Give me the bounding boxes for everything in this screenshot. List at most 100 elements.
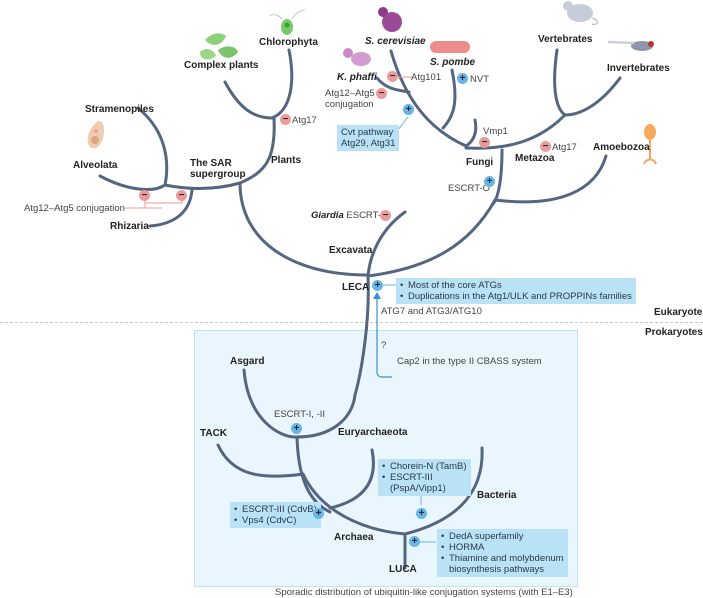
label-archaea: Archaea — [334, 532, 374, 543]
cvt-line1: Cvt pathway — [341, 127, 394, 138]
k-phaffi-icon — [343, 48, 371, 66]
branch-vmp1 — [464, 118, 478, 148]
branch-asgard-join — [295, 393, 357, 439]
luca-item: biosynthesis pathways — [441, 564, 564, 575]
event-atg101: Atg101 — [411, 72, 442, 83]
branch-excavata — [366, 210, 407, 278]
luca-item: Thiamine and molybdenum — [441, 553, 564, 564]
label-excavata: Excavata — [329, 245, 373, 256]
branch-rhizaria — [148, 188, 194, 228]
branch-s-pombe — [441, 68, 457, 130]
branch-complex-plants — [223, 80, 274, 120]
branch-sar-to-leca — [238, 181, 370, 277]
event-atg12-atg5-sar: Atg12–Atg5 conjugation — [24, 203, 125, 214]
leca-item: Most of the core ATGs — [400, 280, 632, 291]
connector-atg12-atg5-sar — [125, 198, 183, 209]
branch-s-cerevisiae — [389, 49, 468, 148]
label-eukaryotes: Eukaryotes — [654, 307, 703, 318]
branch-k-phaffi — [375, 76, 411, 94]
label-plants: Plants — [271, 155, 302, 166]
s-cerevisiae-icon — [378, 7, 402, 32]
event-luca-box: DedA superfamily HORMA Thiamine and moly… — [437, 529, 568, 577]
cvt-line2: Atg29, Atg31 — [341, 138, 396, 149]
label-asgard: Asgard — [230, 356, 265, 367]
label-rhizaria: Rhizaria — [110, 221, 149, 232]
branch-opisthokont-to-leca — [366, 198, 497, 278]
gain-badge-escrt-i-ii: + — [291, 423, 302, 434]
gain-badge-leca: + — [372, 280, 383, 291]
event-archaea-box: ESCRT-III (CdvB) Vps4 (CdvC) — [230, 502, 321, 528]
s-pombe-icon — [430, 41, 470, 53]
luca-item-cont: biosynthesis pathways — [449, 564, 545, 575]
event-escrt0: ESCRT-O — [448, 183, 491, 194]
label-s-pombe: S. pombe — [430, 57, 476, 68]
label-s-cerevisiae: S. cerevisiae — [365, 36, 426, 47]
label-invertebrates: Invertebrates — [607, 63, 670, 74]
amoebozoa-icon — [643, 124, 657, 165]
gain-badge-luca: + — [409, 536, 420, 547]
loss-badge-vmp1: − — [479, 137, 490, 148]
event-atg7: ATG7 and ATG3/ATG10 — [381, 306, 482, 317]
eury-item: (PspA/Vipp1) — [382, 483, 467, 494]
branch-plants — [238, 116, 276, 185]
eukaryote-prokaryote-divider — [0, 322, 703, 323]
leaf-icon — [200, 33, 238, 60]
label-vertebrates: Vertebrates — [538, 34, 593, 45]
sar-line2: supergroup — [190, 169, 246, 180]
event-atg17-plants: Atg17 — [292, 115, 317, 126]
branch-asgard — [242, 368, 299, 439]
label-k-phaffi: K. phaffi — [337, 72, 377, 83]
gain-badge-euryarchaeota: + — [416, 508, 427, 519]
label-chlorophyta: Chlorophyta — [259, 37, 318, 48]
chlorophyta-icon — [269, 9, 306, 35]
gain-badge-nvt: + — [457, 73, 468, 84]
event-question-mark: ? — [381, 340, 387, 351]
mouse-icon — [563, 1, 598, 25]
connector-cvt — [397, 116, 409, 131]
label-tack: TACK — [200, 428, 228, 439]
branch-vertebrates — [553, 48, 567, 117]
loss-badge-sar-1: − — [139, 190, 150, 201]
archaea-item: Vps4 (CdvC) — [234, 515, 317, 526]
label-complex-plants: Complex plants — [184, 60, 259, 71]
giardia-species: Giardia — [311, 210, 344, 221]
eury-item: Chorein-N (TamB) — [382, 461, 467, 472]
loss-badge-kphaffi: − — [376, 88, 387, 99]
kphaffi-line2: conjugation — [325, 99, 374, 110]
event-escrt-i-ii: ESCRT-I, -II — [274, 409, 326, 420]
branch-invertebrates — [563, 76, 622, 117]
branch-amoebozoa — [493, 154, 608, 204]
event-euryarchaeota-box: Chorein-N (TamB) ESCRT-III (PspA/Vipp1) — [378, 459, 471, 496]
loss-badge-atg17-plants: − — [280, 114, 291, 125]
label-amoebozoa: Amoebozoa — [593, 142, 650, 153]
sar-line1: The SAR — [190, 158, 232, 169]
label-leca: LECA — [342, 282, 370, 293]
branch-chlorophyta — [270, 48, 294, 120]
gain-badge-escrt0: + — [484, 176, 495, 187]
event-cap2: Cap2 in the type II CBASS system — [397, 356, 542, 367]
event-atg17-metazoa: Atg17 — [552, 142, 577, 153]
label-stramenopiles: Stramenopiles — [85, 104, 154, 115]
branch-leca-stem — [353, 274, 370, 397]
branch-archaea-to-luca — [301, 472, 407, 536]
kphaffi-line1: Atg12–Atg5 — [325, 88, 375, 99]
label-euryarchaeota: Euryarchaeota — [338, 427, 408, 438]
label-fungi: Fungi — [466, 157, 494, 168]
branch-archaea-stem — [295, 435, 332, 514]
branch-stramenopiles — [136, 106, 169, 187]
label-alveolata: Alveolata — [73, 160, 118, 171]
gain-badge-cvt: + — [403, 104, 414, 115]
footer-caption: Sporadic distribution of ubiquitin-like … — [275, 587, 573, 598]
label-luca: LUCA — [389, 564, 417, 575]
giardia-event: ESCRT-I — [346, 210, 384, 221]
luca-item: HORMA — [441, 542, 564, 553]
eury-item: ESCRT-III — [382, 472, 467, 483]
fly-icon — [607, 40, 654, 51]
branch-euryarchaeota — [328, 448, 375, 510]
loss-badge-giardia: − — [380, 210, 391, 221]
